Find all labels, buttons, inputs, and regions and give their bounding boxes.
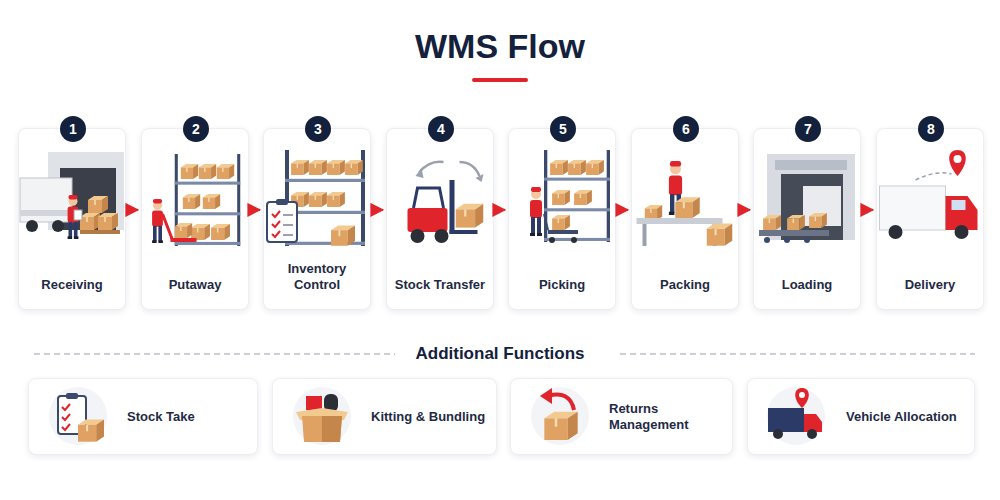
step-label: Receiving — [41, 277, 102, 293]
diagram-title: WMS Flow — [0, 26, 1000, 66]
callout-number: 4 — [437, 121, 445, 137]
step-label: Delivery — [905, 277, 956, 293]
step-label: Putaway — [169, 277, 222, 293]
flow-arrow — [252, 209, 260, 211]
step-number: 1 — [60, 116, 86, 142]
process-step: Packing6 — [631, 128, 739, 310]
step-label: Picking — [539, 277, 585, 293]
callout-number: 7 — [804, 121, 812, 137]
step-label: Packing — [660, 277, 710, 293]
step-label: Returns Management — [609, 401, 732, 433]
function-card: Kitting & Bundling — [272, 378, 497, 455]
callout-number: 3 — [314, 121, 322, 137]
step-number: 6 — [673, 116, 699, 142]
step-number: 2 — [183, 116, 209, 142]
process-step: Picking5 — [508, 128, 616, 310]
step-number: 3 — [305, 116, 331, 142]
title-underline — [472, 78, 528, 82]
function-card: Stock Take — [28, 378, 258, 455]
flow-arrow — [374, 209, 383, 211]
flow-arrow — [864, 209, 873, 211]
section-heading: Additional Functions — [0, 343, 1000, 365]
callout-number: 1 — [69, 121, 77, 137]
step-label: Stock Transfer — [395, 277, 485, 293]
dashed-rule — [620, 353, 975, 354]
function-card: Vehicle Allocation — [747, 378, 975, 455]
step-number: 8 — [918, 116, 944, 142]
process-step: Stock Transfer4 — [386, 128, 494, 310]
dashed-rule — [34, 353, 395, 354]
step-label: Stock Take — [127, 409, 195, 425]
callout-number: 5 — [559, 121, 567, 137]
flow-arrow — [497, 209, 505, 211]
step-label: Kitting & Bundling — [371, 409, 485, 425]
process-step: Inventory Control3 — [263, 128, 371, 310]
callout-number: 8 — [927, 121, 935, 137]
step-label: Vehicle Allocation — [846, 409, 957, 425]
function-card: Returns Management — [510, 378, 733, 455]
step-number: 4 — [428, 116, 454, 142]
step-number: 5 — [550, 116, 576, 142]
process-step: Delivery8 — [876, 128, 984, 310]
flow-arrow — [619, 209, 628, 211]
process-step: Loading7 — [753, 128, 861, 310]
callout-number: 6 — [682, 121, 690, 137]
callout-number: 2 — [192, 121, 200, 137]
step-number: 7 — [795, 116, 821, 142]
process-step: Receiving1 — [18, 128, 126, 310]
process-step: Putaway2 — [141, 128, 249, 310]
step-label: Inventory Control — [270, 261, 364, 293]
flow-arrow — [129, 209, 138, 211]
flow-arrow — [742, 209, 750, 211]
step-label: Loading — [782, 277, 833, 293]
